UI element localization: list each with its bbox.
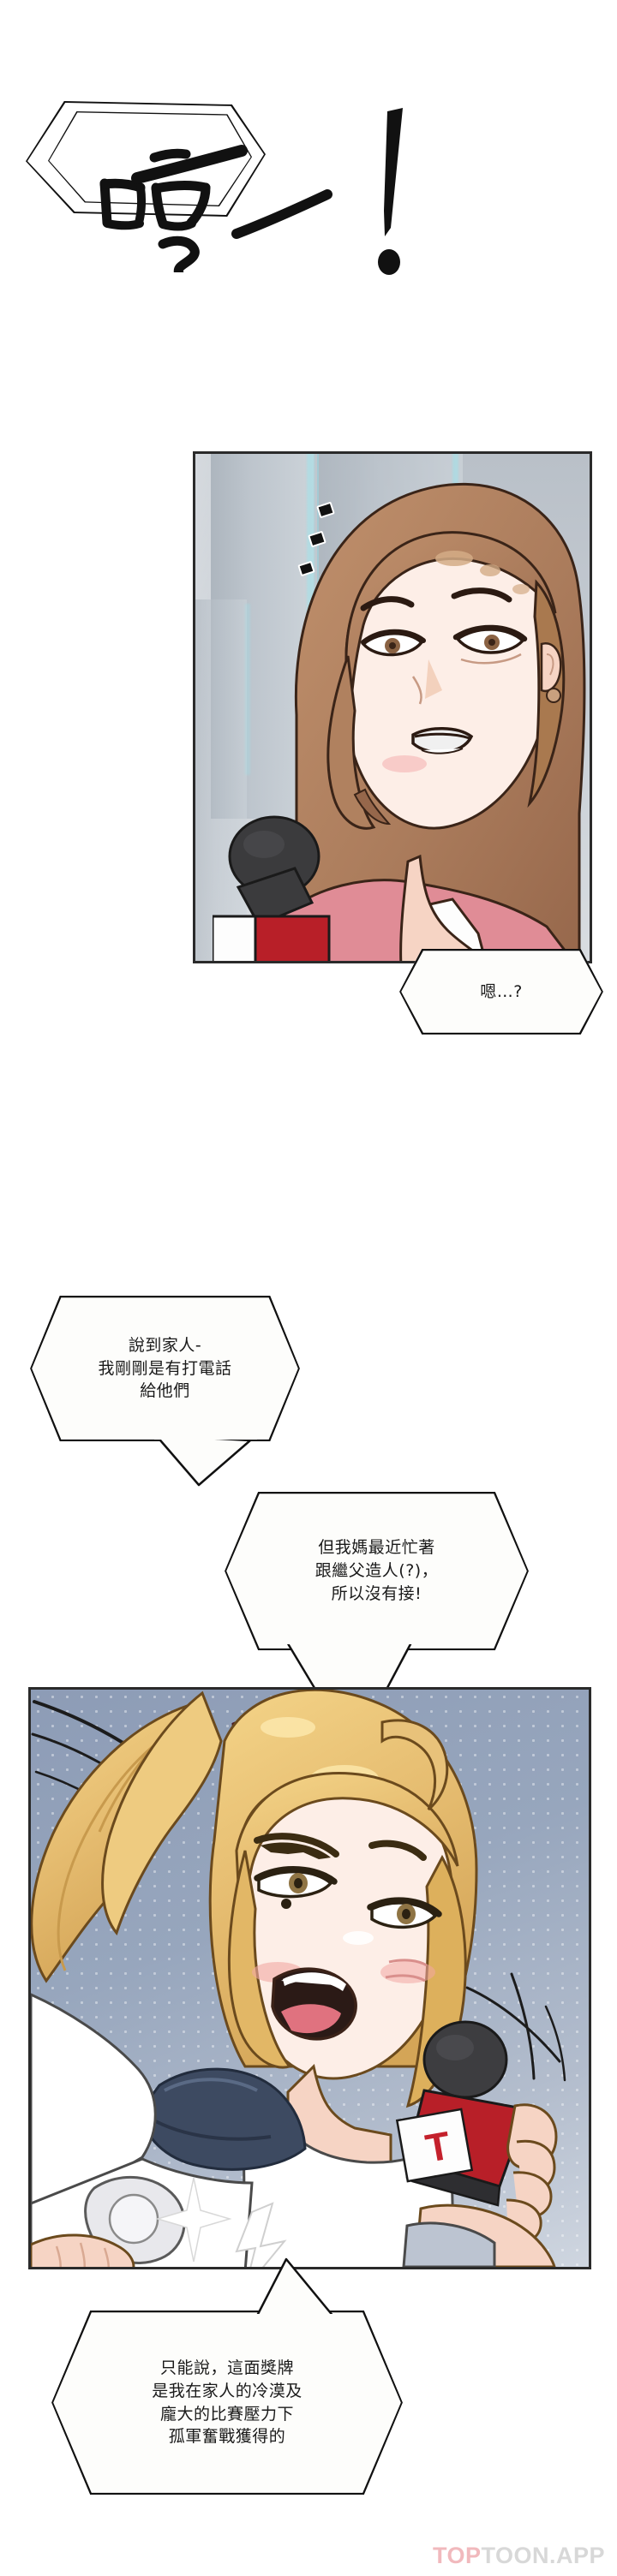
shout-bubble-handdrawn-text <box>99 145 332 272</box>
watermark-top-text: TOP <box>432 2543 482 2568</box>
bubble-medal-speech-tail <box>249 2257 350 2323</box>
athlete-girl-figure <box>31 1690 478 2267</box>
reporter-woman-figure <box>279 482 586 961</box>
panel-athlete: T <box>28 1687 591 2269</box>
toptoon-watermark: TOPTOON.APP <box>433 2543 605 2569</box>
glass-highlight-3 <box>245 604 250 775</box>
bubble-mom-busy: 但我媽最近忙著 跟繼父造人(?)， 所以沒有接! <box>225 1492 529 1650</box>
watermark-rest-text: TOON.APP <box>481 2543 605 2568</box>
bubble-family-call: 說到家人- 我剛剛是有打電話 給他們 <box>30 1296 300 1441</box>
bubble-medal-speech: 只能說，這面獎牌 是我在家人的冷漠及 龐大的比賽壓力下 孤軍奮戰獲得的 <box>51 2311 403 2495</box>
bubble-mm-text: 嗯…? <box>480 981 523 1001</box>
exclamation-mark <box>378 108 403 275</box>
bubble-mm: 嗯…? <box>399 949 603 1035</box>
speed-lines-right <box>465 1972 566 2082</box>
bubble-mom-busy-text: 但我媽最近忙著 跟繼父造人(?)， 所以沒有接! <box>314 1538 439 1603</box>
bubble-family-call-tail <box>154 1432 257 1487</box>
panel-reporter <box>193 451 592 963</box>
microphone-black <box>213 815 331 961</box>
bubble-medal-speech-text: 只能說，這面獎牌 是我在家人的冷漠及 龐大的比賽壓力下 孤軍奮戰獲得的 <box>152 2358 303 2447</box>
glass-pillar-lower <box>195 599 247 961</box>
microphone-tv: T <box>395 2020 558 2267</box>
shout-bubble <box>26 101 332 272</box>
glass-highlight-1 <box>307 454 314 707</box>
bubble-family-call-text: 說到家人- 我剛剛是有打電話 給他們 <box>98 1335 232 1401</box>
